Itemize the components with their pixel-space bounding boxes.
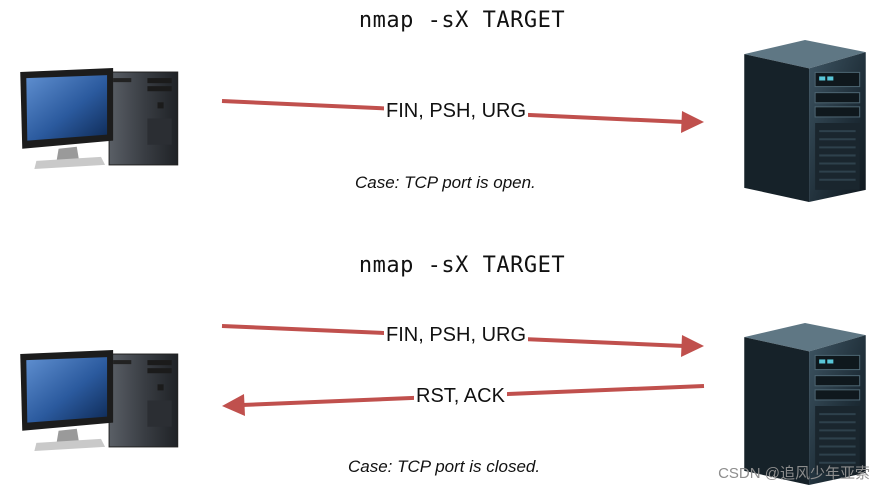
scan-command: nmap -sX TARGET xyxy=(358,253,566,278)
reply-flags-label: RST, ACK xyxy=(414,385,507,407)
probe-flags-label: FIN, PSH, URG xyxy=(384,100,529,122)
watermark-text: CSDN @追风少年亚索 xyxy=(718,465,870,482)
case-caption: Case: TCP port is open. xyxy=(355,173,536,192)
client-computer-icon xyxy=(20,350,179,452)
client-computer-icon xyxy=(20,68,179,170)
scan-command: nmap -sX TARGET xyxy=(358,8,566,33)
probe-flags-label: FIN, PSH, URG xyxy=(384,324,529,346)
server-tower-icon xyxy=(744,40,866,202)
server-tower-icon xyxy=(744,323,866,485)
case-caption: Case: TCP port is closed. xyxy=(348,457,541,476)
